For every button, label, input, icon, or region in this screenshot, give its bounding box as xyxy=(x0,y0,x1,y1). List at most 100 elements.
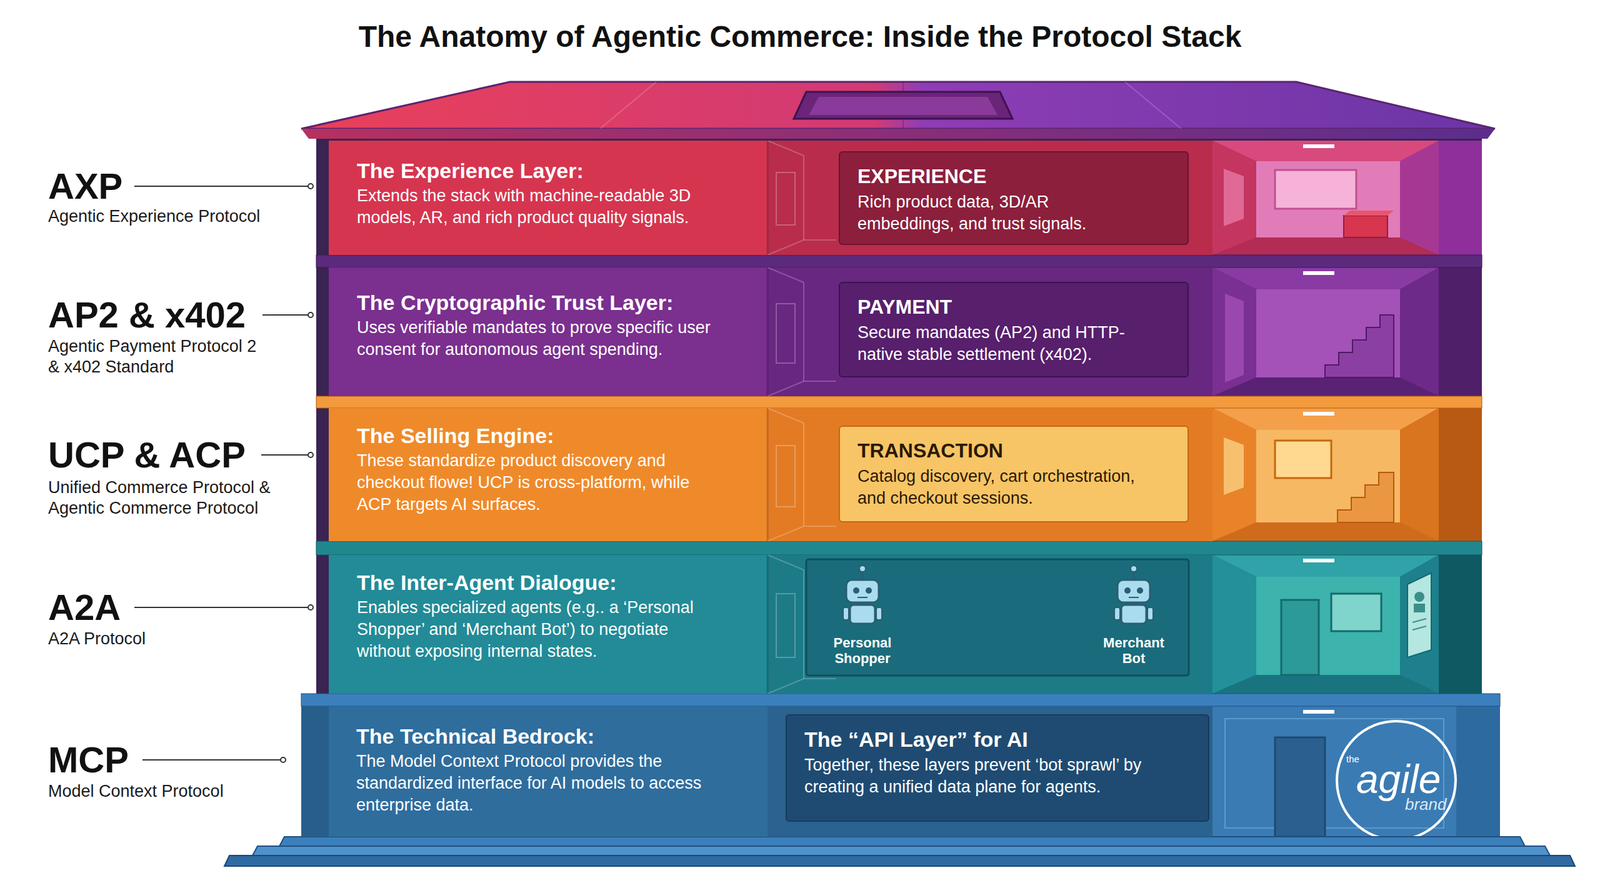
ground-floor-facade xyxy=(1212,706,1500,837)
protocol-name: Unified Commerce Protocol & Agentic Comm… xyxy=(48,477,280,519)
room-window xyxy=(1275,440,1332,479)
poster-robot-body xyxy=(1413,603,1425,613)
door-panel xyxy=(776,172,795,225)
ceiling-light xyxy=(1303,710,1335,714)
protocol-name: Model Context Protocol xyxy=(48,781,224,802)
leader-dot xyxy=(280,757,286,763)
roof xyxy=(301,81,1495,129)
perspective-line xyxy=(767,555,804,570)
logo-text: brand xyxy=(1405,795,1447,814)
robot-body xyxy=(850,605,875,624)
outer-wall xyxy=(1438,555,1482,694)
roof-eave xyxy=(301,128,1495,139)
floor-line xyxy=(803,678,837,680)
panel-body: Rich product data, 3D/AR embeddings, and… xyxy=(857,191,1133,235)
floor-line xyxy=(803,380,837,382)
leader-line xyxy=(142,759,281,761)
panel-body: Enables specialized agents (e.g.. a ‘Per… xyxy=(356,596,717,663)
room-side-window xyxy=(1223,168,1244,227)
ceiling-light xyxy=(1303,144,1335,149)
protocol-name: Agentic Payment Protocol 2 & x402 Standa… xyxy=(48,336,264,378)
roof-skylight-glass xyxy=(808,96,998,115)
robot-arm xyxy=(1147,607,1154,620)
panel-body: These standardize product discovery and … xyxy=(356,450,717,516)
base-step xyxy=(252,846,1550,856)
floor-slab xyxy=(316,541,1482,555)
floor-band: The Inter-Agent Dialogue:Enables special… xyxy=(328,555,1213,694)
robot-arm xyxy=(843,607,849,620)
panel-body: The Model Context Protocol provides the … xyxy=(356,750,716,817)
room-floor xyxy=(1212,675,1439,694)
panel-heading: The Cryptographic Trust Layer: xyxy=(356,290,717,316)
wall-poster xyxy=(1407,573,1432,658)
wall-edge xyxy=(766,555,769,694)
perspective-line xyxy=(767,678,804,694)
perspective-line xyxy=(767,408,804,424)
panel-heading: PAYMENT xyxy=(857,294,1152,320)
wall-edge xyxy=(766,267,769,397)
panel-heading: EXPERIENCE xyxy=(857,163,1133,189)
room-doorway xyxy=(1225,293,1244,383)
roof-line xyxy=(1125,81,1182,129)
door-panel xyxy=(776,303,795,364)
ceiling-light xyxy=(1303,271,1335,275)
roof-line xyxy=(600,81,657,129)
robot-mouth xyxy=(1128,596,1139,599)
room-stairs xyxy=(1337,472,1394,523)
robot-icon xyxy=(1114,565,1154,624)
leader-dot xyxy=(308,312,314,318)
room-base xyxy=(1212,555,1482,694)
panel-heading: The Selling Engine: xyxy=(356,423,717,449)
protocol-acronym: AXP xyxy=(48,166,123,207)
room-floor xyxy=(1212,522,1439,542)
panel-body: Extends the stack with machine-readable … xyxy=(356,185,717,229)
perspective-line xyxy=(803,155,805,240)
wall-edge xyxy=(766,140,769,255)
info-panel: The “API Layer” for AITogether, these la… xyxy=(785,714,1210,822)
robot-icon xyxy=(843,565,882,624)
room-box xyxy=(1343,215,1388,238)
room-base xyxy=(1212,140,1482,255)
floor-line xyxy=(803,239,837,241)
entrance-door xyxy=(1275,737,1325,837)
poster-line xyxy=(1412,626,1427,630)
info-panel: PAYMENTSecure mandates (AP2) and HTTP-na… xyxy=(838,281,1189,378)
protocol-acronym: UCP & ACP xyxy=(48,435,246,475)
poster-line xyxy=(1412,618,1427,623)
panel-heading: The “API Layer” for AI xyxy=(804,726,1191,752)
robot-antenna xyxy=(1133,571,1135,580)
leader-line xyxy=(262,314,309,316)
floor-slab xyxy=(301,693,1500,707)
protocol-name: Agentic Experience Protocol xyxy=(48,206,260,227)
info-panel: EXPERIENCERich product data, 3D/AR embed… xyxy=(838,151,1189,245)
perspective-line xyxy=(803,570,805,679)
floor-band: The Technical Bedrock:The Model Context … xyxy=(301,706,1213,837)
room-base xyxy=(1212,267,1482,397)
poster-robot-head xyxy=(1414,591,1425,602)
robot-mouth xyxy=(857,596,868,599)
panel-body: Uses verifiable mandates to prove specif… xyxy=(356,316,717,361)
perspective-line xyxy=(767,240,804,255)
robot-eye xyxy=(1124,587,1131,594)
room-wall xyxy=(1212,140,1257,255)
protocol-name: A2A Protocol xyxy=(48,628,146,650)
base-step xyxy=(279,836,1525,847)
room-wall xyxy=(1400,555,1439,694)
room-back-wall xyxy=(1256,289,1400,378)
robot-head xyxy=(1117,580,1150,603)
wall-edge xyxy=(766,408,769,542)
perspective-line xyxy=(803,282,805,382)
outer-wall xyxy=(1456,706,1500,837)
agent-label: Merchant Bot xyxy=(1099,635,1169,667)
robot-body xyxy=(1121,605,1147,624)
panel-body: Catalog discovery, cart orchestration, a… xyxy=(857,465,1152,510)
perspective-line xyxy=(767,140,804,156)
outer-wall xyxy=(1438,408,1482,542)
protocol-acronym: AP2 & x402 xyxy=(48,295,246,335)
panel-body: Together, these layers prevent ‘bot spra… xyxy=(804,754,1191,799)
agent-label: Personal Shopper xyxy=(821,635,904,667)
floor-line xyxy=(803,525,837,527)
room-back-wall xyxy=(1256,576,1400,675)
perspective-line xyxy=(803,423,805,527)
